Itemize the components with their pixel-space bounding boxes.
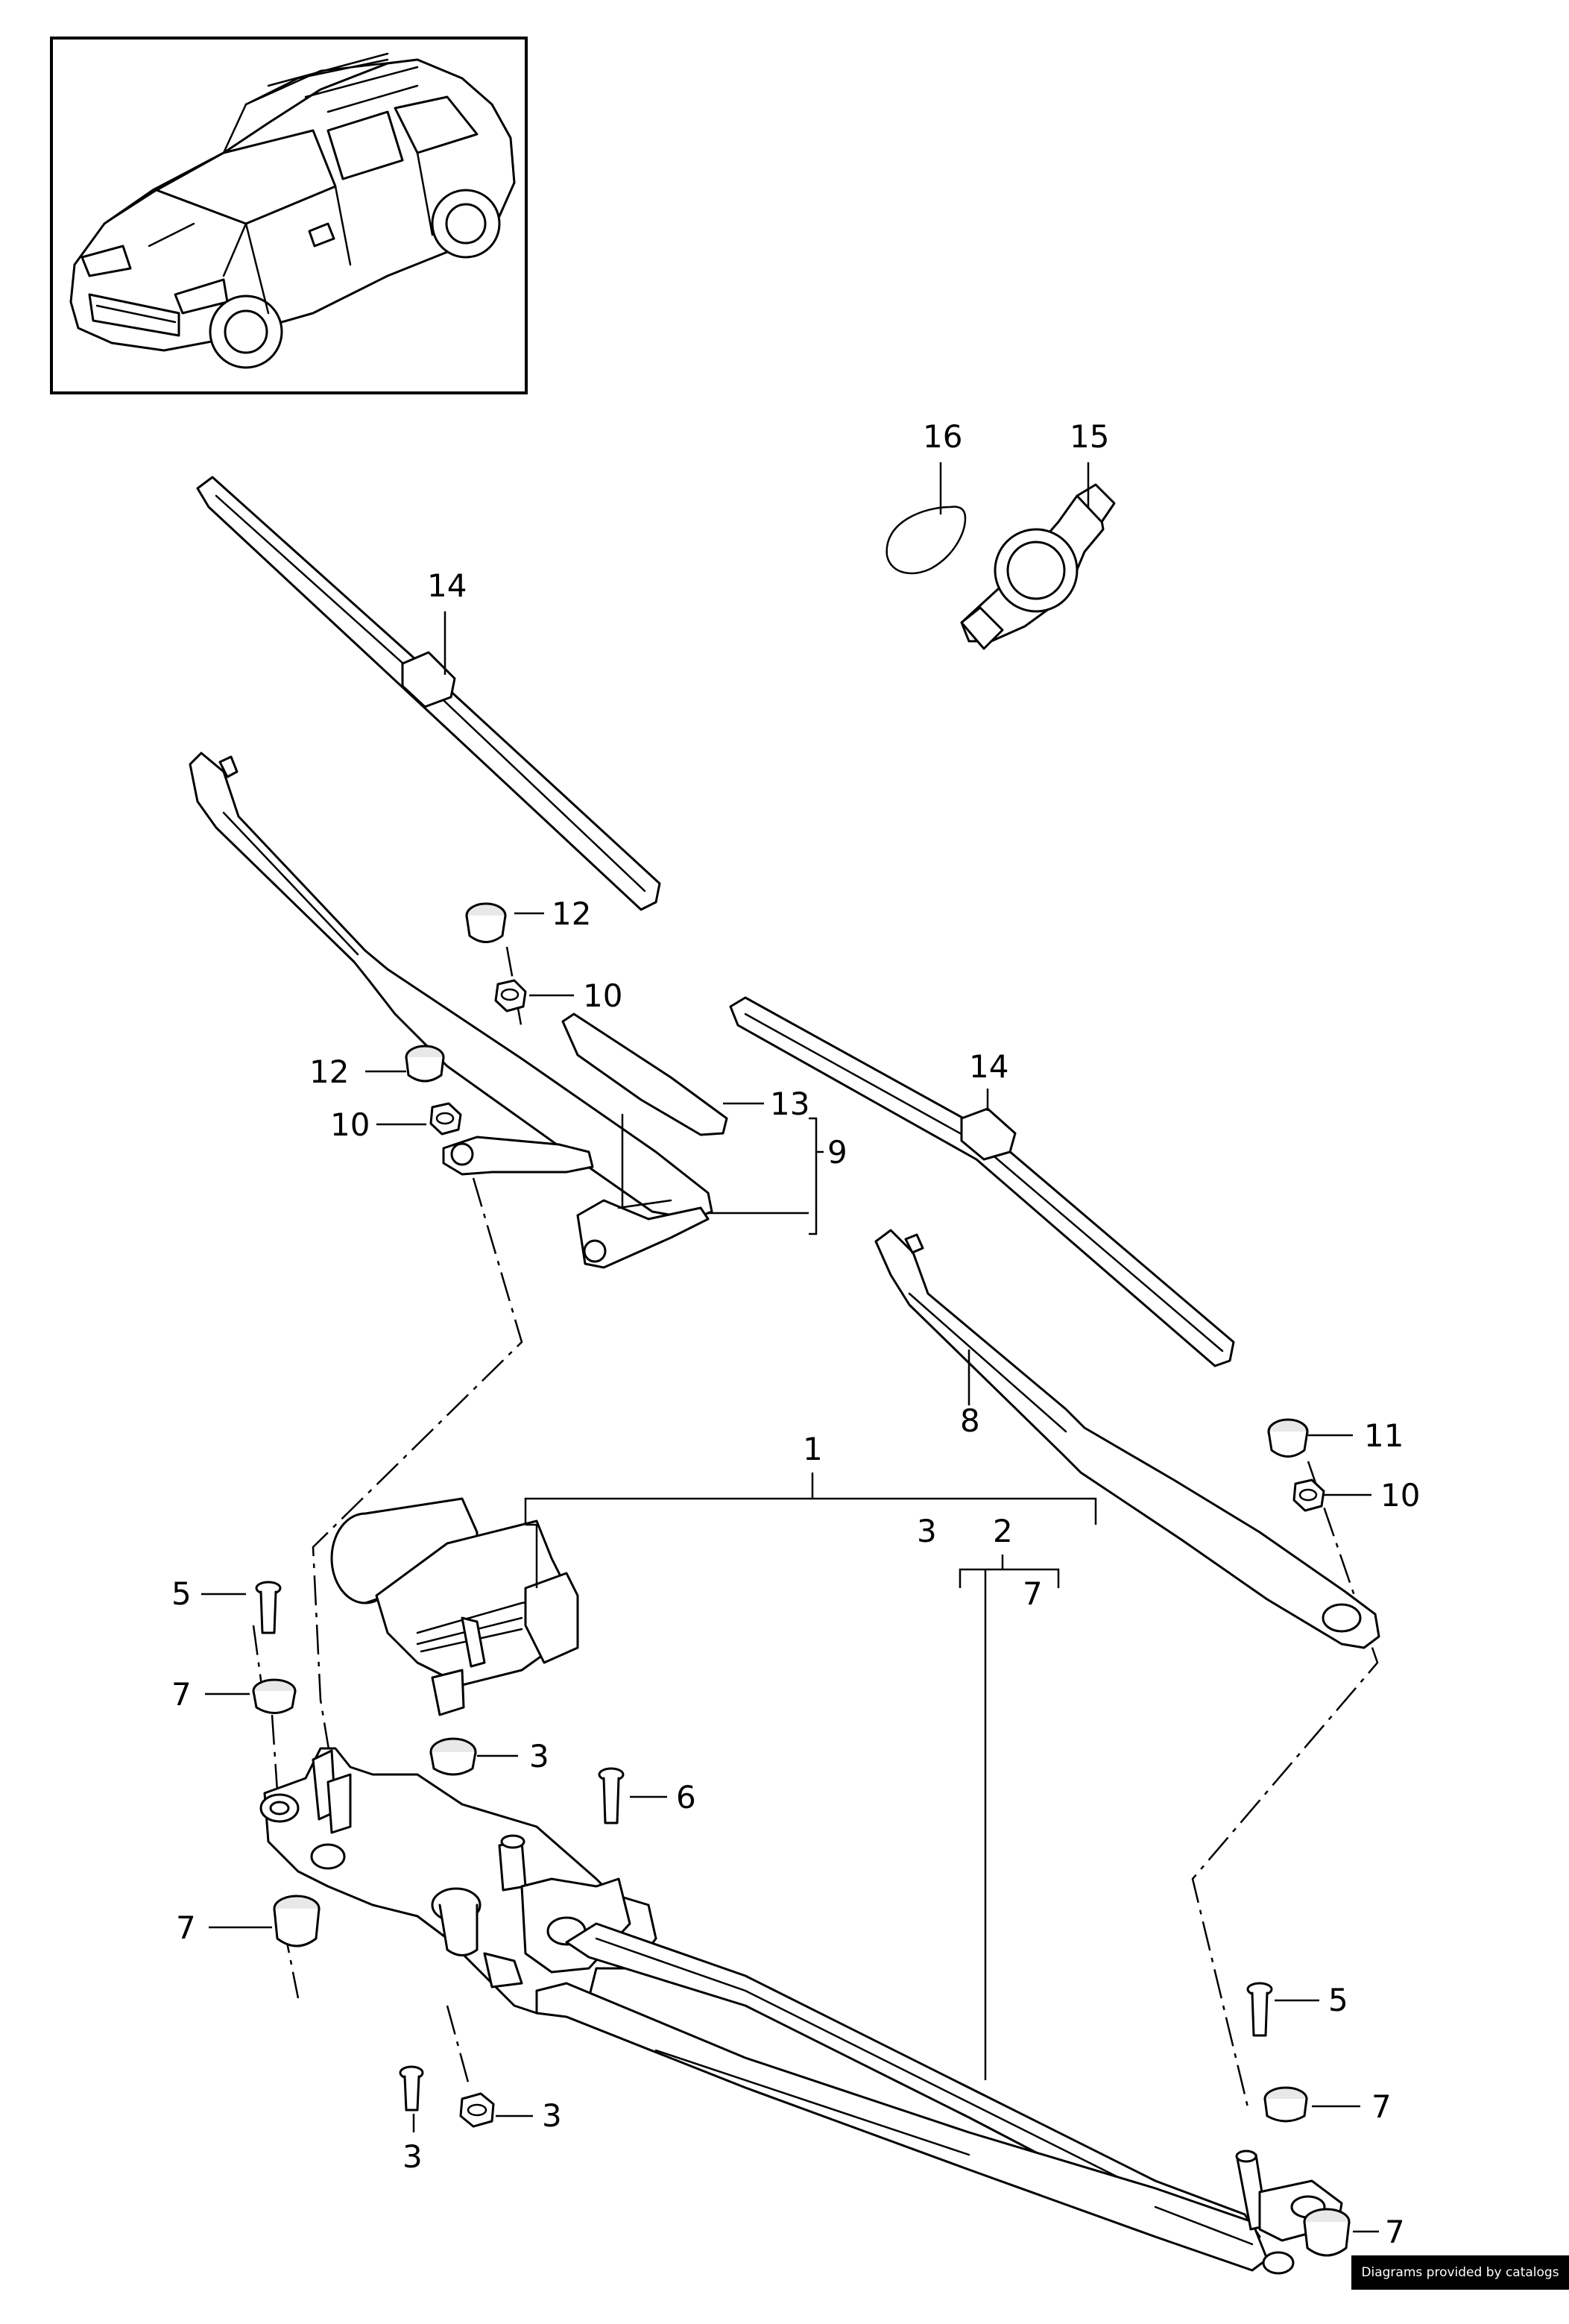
leader-lines [201, 462, 1379, 2233]
callout-8: 8 [960, 1402, 980, 1439]
car-icon [69, 52, 516, 369]
part-14-wiper-blade-left [196, 476, 661, 911]
callout-7-right-upper: 7 [1371, 2088, 1392, 2125]
callout-10-lower: 10 [330, 1106, 370, 1143]
callout-14-upper: 14 [427, 567, 467, 604]
part-8-wiper-arm-right [874, 1229, 1380, 1649]
callout-12-lower: 12 [309, 1054, 349, 1090]
credit-banner: Diagrams provided by catalogs parts [1351, 2255, 1569, 2314]
part-3-grommet-motor [429, 1737, 477, 1776]
callout-3-nut: 3 [542, 2097, 562, 2134]
callout-6: 6 [676, 1779, 696, 1816]
callout-7-right-lower: 7 [1385, 2214, 1405, 2250]
part-10-nut-right [1292, 1479, 1325, 1512]
part-9-wiper-arm-left [189, 752, 728, 1269]
part-12-cap-upper [465, 902, 507, 943]
callout-15: 15 [1070, 418, 1109, 455]
part-7-grommet-right-lower [1303, 2208, 1351, 2257]
part-10-nut-upper [494, 979, 527, 1013]
callout-7-upper-left: 7 [171, 1676, 192, 1713]
callout-11: 11 [1364, 1417, 1404, 1454]
part-5-bolt-right [1246, 1982, 1273, 2037]
callout-12-upper: 12 [552, 895, 591, 932]
vehicle-thumbnail [50, 37, 528, 394]
callout-9: 9 [827, 1134, 847, 1171]
part-3-wiper-motor [330, 1497, 579, 1716]
part-10-nut-lower [429, 1102, 462, 1136]
part-3-nut-lower [459, 2092, 495, 2128]
part-3-bolt-lower [399, 2065, 424, 2112]
callout-3-assembly: 3 [917, 1513, 937, 1549]
part-6-bolt [598, 1767, 625, 1824]
callout-2: 2 [993, 1513, 1013, 1549]
part-14-wiper-blade-right [729, 996, 1235, 1367]
callout-3-motor: 3 [529, 1738, 549, 1775]
callout-7-assembly: 7 [1023, 1575, 1043, 1612]
part-5-bolt-left [255, 1581, 282, 1634]
callout-5-right: 5 [1328, 1982, 1348, 2018]
part-1-wiper-linkage-frame [259, 1747, 1343, 2275]
callout-16: 16 [923, 418, 962, 455]
part-11-cap [1267, 1418, 1309, 1458]
part-15-rain-sensor [960, 483, 1116, 650]
part-7-grommet-upper-left [252, 1678, 297, 1714]
callout-7-lower-left: 7 [176, 1909, 196, 1946]
callout-3-bolt: 3 [402, 2138, 423, 2175]
callout-5-left: 5 [171, 1575, 192, 1612]
callout-10-upper: 10 [583, 977, 622, 1014]
callout-1: 1 [803, 1431, 823, 1467]
callout-10-right: 10 [1380, 1477, 1420, 1514]
callout-numbers: 16 15 14 12 10 12 10 13 9 14 8 11 10 1 3… [171, 418, 1420, 2250]
callout-13: 13 [770, 1086, 809, 1122]
part-16-sensor-pad [885, 506, 967, 575]
part-7-grommet-lower-left [273, 1895, 321, 1947]
part-12-cap-lower [405, 1045, 445, 1083]
part-7-grommet-right-upper [1263, 2086, 1308, 2123]
callout-14-lower: 14 [969, 1048, 1008, 1085]
